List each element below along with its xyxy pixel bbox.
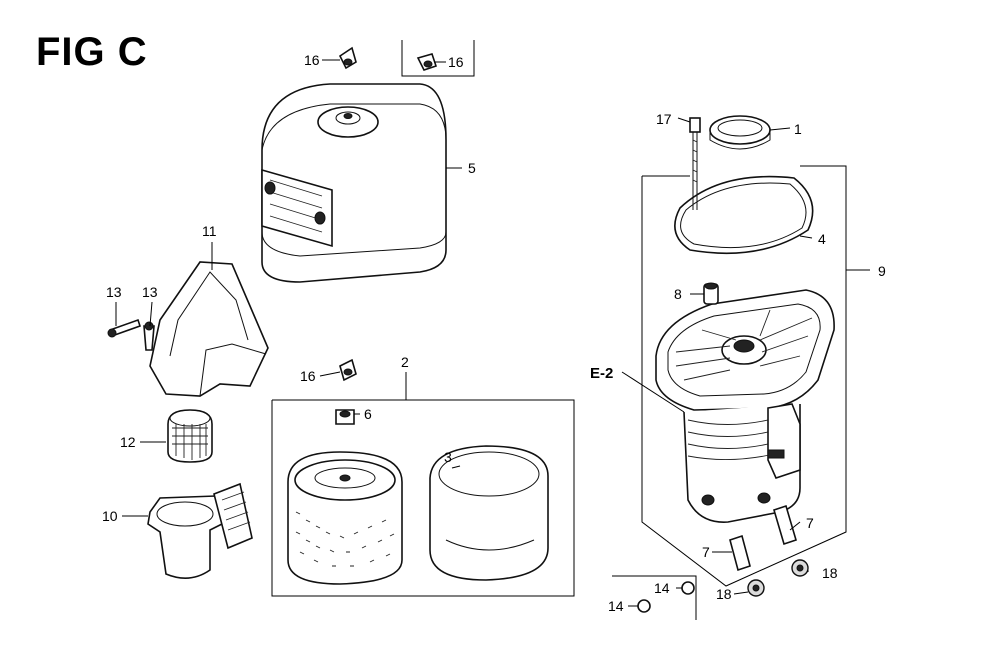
paper-filter-element: [287, 451, 403, 585]
case-gasket: [674, 175, 814, 255]
strainer: [167, 409, 213, 463]
callout-16-top-right: 16: [448, 54, 464, 70]
callout-labels: 16 16 5 11 13 13 12 10 16 2 6 3 17 1 4 9…: [102, 52, 886, 614]
inlet-pipe: [147, 482, 253, 579]
case-assembly-bracket: [641, 165, 847, 587]
nut-14-upper: [681, 581, 695, 595]
callout-12: 12: [120, 434, 136, 450]
callout-7-left: 7: [702, 544, 710, 560]
callout-14-lower: 14: [608, 598, 624, 614]
callout-8: 8: [674, 286, 682, 302]
foam-filter-element: [429, 445, 549, 581]
element-kit-bracket: [271, 399, 575, 597]
nut-14-lower: [637, 599, 651, 613]
wing-nut-top-left: [338, 46, 357, 70]
callout-17: 17: [656, 111, 672, 127]
callout-5: 5: [468, 160, 476, 176]
callout-11: 11: [202, 223, 217, 239]
callout-e2: E-2: [590, 365, 613, 382]
callout-16-middle: 16: [300, 368, 316, 384]
figure-title: FIG C: [36, 30, 148, 74]
callout-10: 10: [102, 508, 118, 524]
callout-7-right: 7: [806, 515, 814, 531]
wing-nut-top-right: [416, 53, 438, 71]
callout-4: 4: [818, 231, 826, 247]
collar-nut: [335, 409, 355, 425]
intake-elbow: [149, 261, 269, 397]
wing-nut-middle: [339, 358, 357, 382]
callout-9: 9: [878, 263, 886, 279]
nut-group-bracket: [612, 575, 697, 620]
grommet: [709, 115, 771, 150]
air-cleaner-case: [655, 289, 835, 523]
long-bolt: [689, 117, 701, 210]
callout-3: 3: [444, 449, 452, 465]
callout-13-left: 13: [106, 284, 122, 300]
air-cleaner-cover: [261, 83, 447, 283]
callout-6: 6: [364, 406, 372, 422]
nut-18-left: [747, 579, 765, 597]
bolt-13-right: [143, 321, 155, 351]
callout-18-left: 18: [716, 586, 732, 602]
callout-1: 1: [794, 121, 802, 137]
callout-14-upper: 14: [654, 580, 670, 596]
collar: [703, 282, 719, 305]
breather-tube-left: [729, 534, 751, 572]
wing-nut-group-bracket: [401, 40, 475, 77]
breather-tube-right: [773, 504, 797, 546]
callout-16-top-left: 16: [304, 52, 320, 68]
callout-13-right: 13: [142, 284, 158, 300]
nut-18-right: [791, 559, 809, 577]
callout-18-right: 18: [822, 565, 838, 581]
leader-lines: [115, 59, 870, 607]
bolt-13-left: [107, 318, 142, 338]
callout-2: 2: [401, 354, 409, 370]
